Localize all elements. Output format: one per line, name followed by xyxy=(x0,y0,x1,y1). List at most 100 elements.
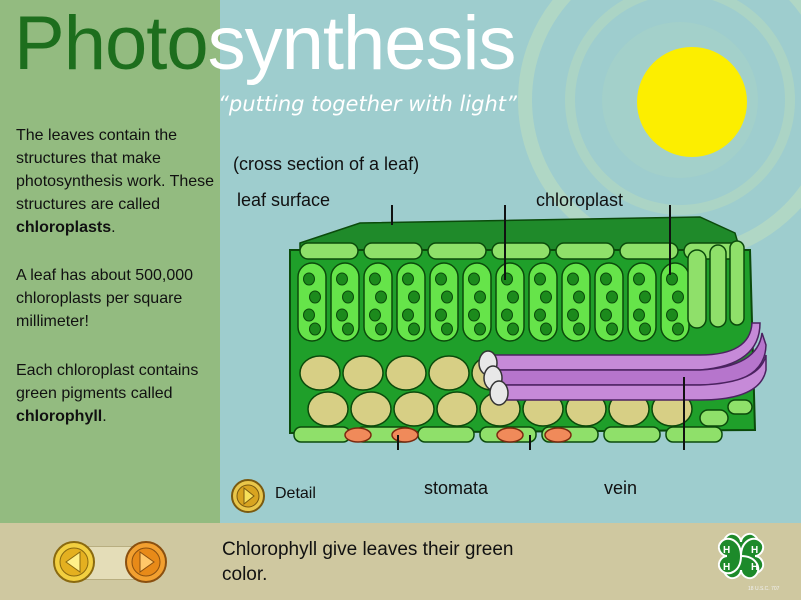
back-arrow-icon[interactable] xyxy=(52,540,96,584)
spongy-cell xyxy=(342,355,384,391)
chloroplast xyxy=(639,322,651,336)
chloroplast xyxy=(606,290,618,304)
chloroplast xyxy=(600,272,612,286)
chloroplast xyxy=(402,272,414,286)
chloroplast xyxy=(507,290,519,304)
p1-end: . xyxy=(111,219,116,236)
chloroplast xyxy=(309,290,321,304)
chloroplast xyxy=(303,272,315,286)
title-part1: Photo xyxy=(14,1,209,86)
palisade-cell xyxy=(396,262,426,342)
stoma xyxy=(544,427,572,443)
chloroplast xyxy=(441,290,453,304)
p2-text: A leaf has about 500,000 chloroplasts pe… xyxy=(16,267,194,330)
logo-copyright: 18 U.S.C. 707 xyxy=(748,586,780,592)
label-leaf-surface: leaf surface xyxy=(237,190,331,210)
4h-clover-icon: H H H H xyxy=(717,532,765,580)
stoma xyxy=(391,427,419,443)
spongy-cell xyxy=(307,391,349,427)
chloroplast xyxy=(375,290,387,304)
chloroplast xyxy=(666,308,678,322)
p3-bold: chlorophyll xyxy=(16,408,103,425)
chloroplast xyxy=(474,290,486,304)
chloroplast xyxy=(567,308,579,322)
chloroplast xyxy=(342,290,354,304)
chloroplast xyxy=(567,272,579,286)
chloroplast xyxy=(369,272,381,286)
chloroplast xyxy=(672,290,684,304)
p1-bold: chloroplasts xyxy=(16,219,112,236)
chloroplast xyxy=(303,308,315,322)
chloroplast xyxy=(507,322,519,336)
upper-epidermis-cell xyxy=(363,242,423,260)
lower-epidermis-cell xyxy=(417,426,475,443)
chloroplast xyxy=(441,322,453,336)
p1-text: The leaves contain the structures that m… xyxy=(16,127,215,213)
diagram-heading: (cross section of a leaf) xyxy=(233,154,420,174)
chloroplast xyxy=(468,272,480,286)
palisade-cell xyxy=(462,262,492,342)
chloroplast xyxy=(540,290,552,304)
svg-text:H: H xyxy=(723,545,730,556)
svg-text:H: H xyxy=(751,562,758,573)
chloroplast xyxy=(672,322,684,336)
palisade-cell xyxy=(627,262,657,342)
detail-button-label[interactable]: Detail xyxy=(275,485,316,502)
stoma xyxy=(496,427,524,443)
upper-epidermis-cell xyxy=(299,242,359,260)
sun-icon xyxy=(637,47,747,157)
lower-epidermis-cell xyxy=(665,426,723,443)
vein-bundle xyxy=(478,322,767,406)
label-stomata: stomata xyxy=(424,478,489,498)
chloroplast xyxy=(540,322,552,336)
palisade-cell xyxy=(594,262,624,342)
forward-arrow-icon[interactable] xyxy=(124,540,168,584)
upper-epidermis-cell xyxy=(619,242,679,260)
palisade-cell xyxy=(660,262,690,342)
detail-arrow-icon[interactable] xyxy=(230,478,266,514)
chloroplast xyxy=(633,272,645,286)
subtitle: “putting together with light” xyxy=(218,92,517,116)
chloroplast xyxy=(336,272,348,286)
spongy-cell xyxy=(393,391,435,427)
upper-epidermis-cell xyxy=(555,242,615,260)
palisade-cell xyxy=(363,262,393,342)
spongy-cell xyxy=(350,391,392,427)
label-vein: vein xyxy=(604,478,638,498)
palisade-cell xyxy=(330,262,360,342)
chloroplast xyxy=(606,322,618,336)
p3-end: . xyxy=(102,408,107,425)
chloroplast xyxy=(501,272,513,286)
palisade-cell xyxy=(495,262,525,342)
chloroplast xyxy=(573,290,585,304)
chloroplast xyxy=(342,322,354,336)
p3-text: Each chloroplast contains green pigments… xyxy=(16,362,199,402)
chloroplast xyxy=(534,272,546,286)
chloroplast xyxy=(408,290,420,304)
chloroplast xyxy=(468,308,480,322)
chloroplast xyxy=(408,322,420,336)
chloroplast xyxy=(435,272,447,286)
palisade-cell xyxy=(429,262,459,342)
upper-epidermis-cell xyxy=(491,242,551,260)
chloroplast xyxy=(534,308,546,322)
spongy-cell xyxy=(385,355,427,391)
label-chloroplast: chloroplast xyxy=(536,190,624,210)
svg-text:H: H xyxy=(723,562,730,573)
page-title: Photosynthesis xyxy=(14,6,516,82)
spongy-cell xyxy=(436,391,478,427)
chloroplast xyxy=(402,308,414,322)
spongy-cell xyxy=(299,355,341,391)
paragraph-chlorophyll: Each chloroplast contains green pigments… xyxy=(16,359,216,428)
chloroplast xyxy=(639,290,651,304)
chloroplast xyxy=(573,322,585,336)
caption-text: Chlorophyll give leaves their green colo… xyxy=(222,539,514,585)
stoma xyxy=(344,427,372,443)
chloroplast xyxy=(336,308,348,322)
palisade-cell xyxy=(297,262,327,342)
palisade-cell xyxy=(561,262,591,342)
title-part2: synthesis xyxy=(207,1,517,86)
svg-text:H: H xyxy=(751,545,758,556)
left-panel xyxy=(0,0,220,523)
chloroplast xyxy=(633,308,645,322)
